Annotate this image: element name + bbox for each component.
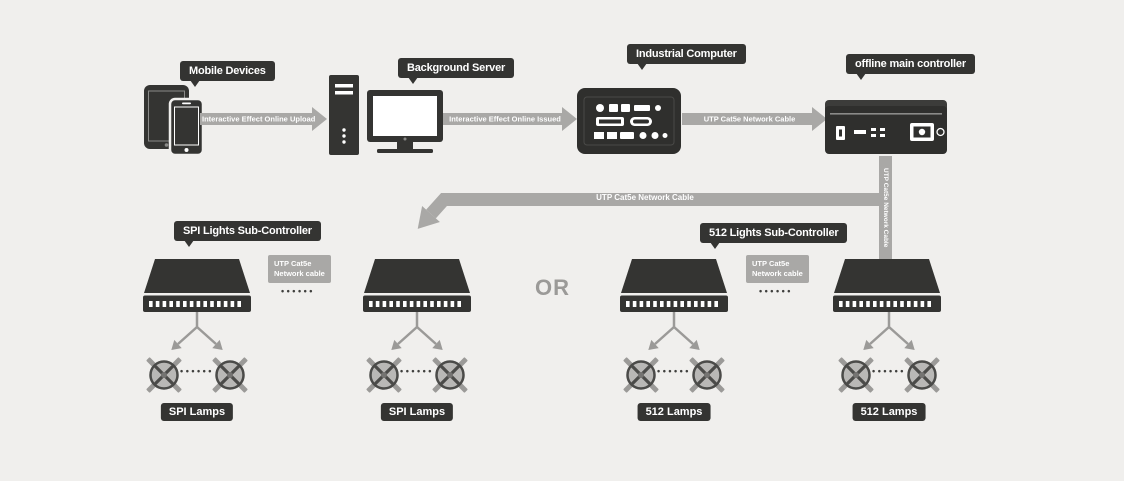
cable-tag-line2: Network cable <box>274 269 325 278</box>
continuation-dots: •••••• <box>281 286 315 296</box>
network-switch-icon <box>833 259 941 312</box>
arrow-head-icon <box>562 107 577 131</box>
spi-sub-controller-label: SPI Lights Sub-Controller <box>174 221 321 247</box>
lamp-group-label: SPI Lamps <box>380 403 454 421</box>
arrow-branch <box>417 193 892 229</box>
switch-to-lamps-arrows <box>863 312 915 350</box>
label-pointer-icon <box>408 77 418 84</box>
label-pointer-icon <box>184 240 194 247</box>
arrow-upload: Interactive Effect Online Upload <box>200 107 327 131</box>
network-switch-icon <box>143 259 251 312</box>
switch-to-lamps-arrows <box>391 312 443 350</box>
label-pointer-icon <box>710 242 720 249</box>
lamp-group-label: SPI Lamps <box>160 403 234 421</box>
led-lamp-icon <box>623 357 659 393</box>
lamp-group-label: 512 Lamps <box>637 403 711 421</box>
led-lamp-icon <box>366 357 402 393</box>
continuation-dots: •••••• <box>759 286 793 296</box>
cable-tag-right: UTP Cat5e Network cable <box>746 255 809 283</box>
offline-main-controller-label: offline main controller <box>846 54 975 80</box>
arrow-shaft <box>443 113 562 125</box>
cable-tag-left: UTP Cat5e Network cable <box>268 255 331 283</box>
background-server-label: Background Server <box>398 58 515 84</box>
led-lamp-icon <box>146 357 182 393</box>
label-pointer-icon <box>637 63 647 70</box>
arrow-head-icon <box>312 107 327 131</box>
arrow-branch-label: UTP Cat5e Network Cable <box>596 193 694 202</box>
lamp-dots: •••••• <box>872 366 906 376</box>
cable-vertical: UTP Cat5e Network Cable <box>879 156 892 260</box>
arrow-cat5e: UTP Cat5e Network Cable <box>682 107 827 131</box>
spi-sub-controller-label-text: SPI Lights Sub-Controller <box>183 225 312 237</box>
led-lamp-icon <box>212 357 248 393</box>
cable-tag-line2: Network cable <box>752 269 803 278</box>
offline-main-controller-label-text: offline main controller <box>855 58 966 70</box>
arrow-cat5e-label: UTP Cat5e Network Cable <box>703 114 796 124</box>
led-lamp-icon <box>838 357 874 393</box>
mobile-devices-icon <box>144 85 205 156</box>
dmx512-sub-controller-label-text: 512 Lights Sub-Controller <box>709 227 839 239</box>
lamp-dots: •••••• <box>657 366 691 376</box>
background-server-icon <box>329 75 443 155</box>
lamp-dots: •••••• <box>400 366 434 376</box>
arrow-shaft <box>682 113 812 125</box>
network-switch-icon <box>620 259 728 312</box>
led-lamp-icon <box>432 357 468 393</box>
lamp-group-label: 512 Lamps <box>852 403 926 421</box>
or-separator: OR <box>535 275 570 300</box>
lamp-dots: •••••• <box>180 366 214 376</box>
network-switch-icon <box>363 259 471 312</box>
arrow-shaft <box>200 113 312 125</box>
mobile-devices-label-text: Mobile Devices <box>189 65 266 77</box>
label-pointer-icon <box>190 80 200 87</box>
cable-tag-line1: UTP Cat5e <box>752 259 790 268</box>
dmx512-sub-controller-label: 512 Lights Sub-Controller <box>700 223 848 249</box>
switch-to-lamps-arrows <box>648 312 700 350</box>
background-server-label-text: Background Server <box>407 62 506 74</box>
mobile-devices-label: Mobile Devices <box>180 61 275 87</box>
arrow-issued: Interactive Effect Online Issued <box>443 107 577 131</box>
arrow-head-icon <box>812 107 827 131</box>
led-lamp-icon <box>904 357 940 393</box>
cable-tag-line1: UTP Cat5e <box>274 259 312 268</box>
arrow-upload-label: Interactive Effect Online Upload <box>202 114 316 124</box>
label-pointer-icon <box>856 73 866 80</box>
industrial-computer-label-text: Industrial Computer <box>636 48 737 60</box>
led-lamp-icon <box>689 357 725 393</box>
main-controller-icon <box>825 100 947 154</box>
industrial-computer-icon <box>577 88 681 154</box>
switch-to-lamps-arrows <box>171 312 223 350</box>
industrial-computer-label: Industrial Computer <box>627 44 746 70</box>
arrow-issued-label: Interactive Effect Online Issued <box>449 114 561 124</box>
cable-vertical-label: UTP Cat5e Network Cable <box>882 168 889 248</box>
